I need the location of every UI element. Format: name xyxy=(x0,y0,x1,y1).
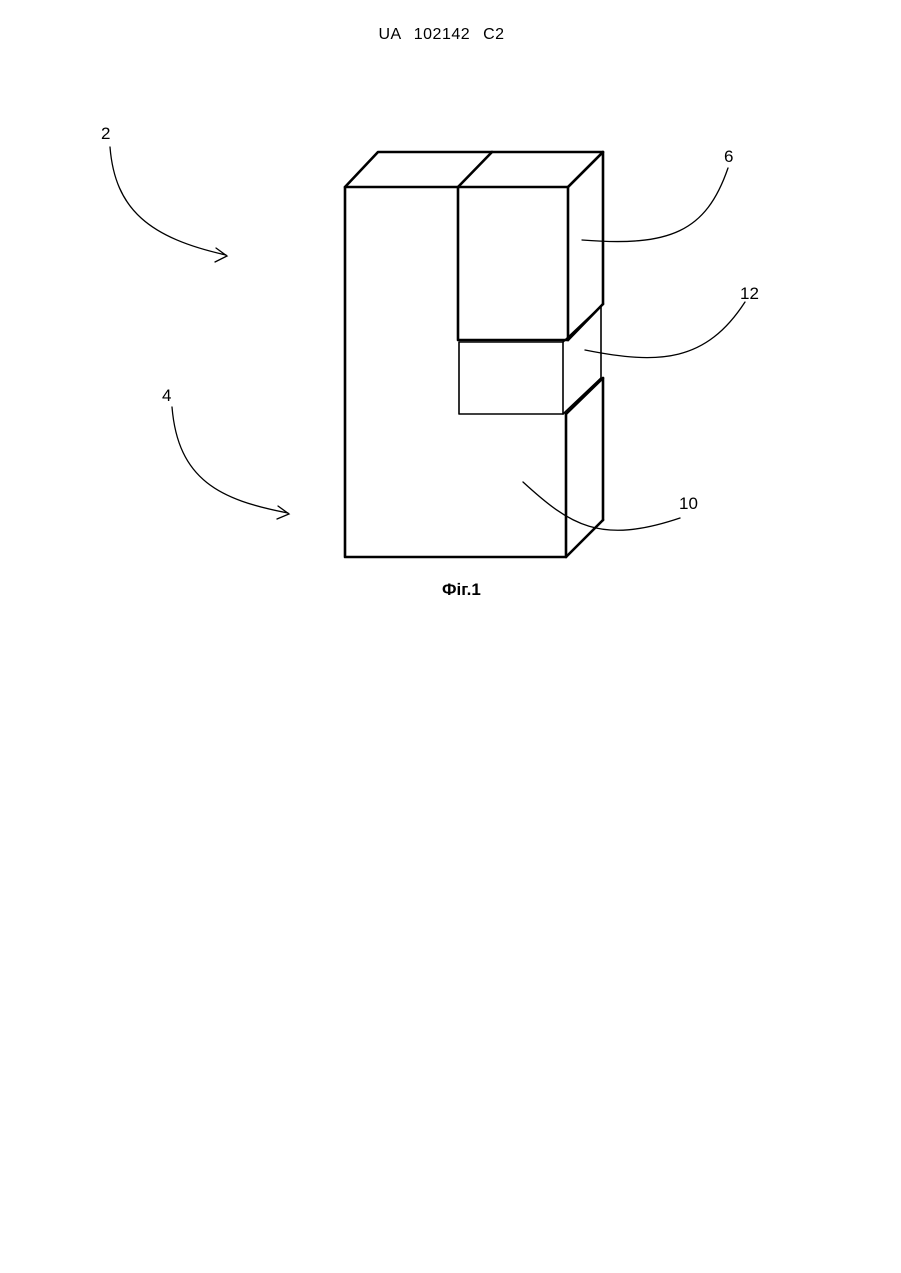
label-ref-2: 2 xyxy=(101,124,110,143)
label-ref-10: 10 xyxy=(679,494,698,513)
upper-element-6 xyxy=(458,152,603,340)
main-block-front-face xyxy=(345,187,566,557)
label-ref-4: 4 xyxy=(162,386,171,405)
label-ref-6: 6 xyxy=(724,147,733,166)
main-block-top-face xyxy=(345,152,603,187)
label-ref-12: 12 xyxy=(740,284,759,303)
leader-line-12 xyxy=(585,302,745,358)
leader-line-2 xyxy=(110,147,226,255)
arrowhead-2 xyxy=(215,248,227,262)
middle-element-12 xyxy=(459,306,601,414)
leader-line-4 xyxy=(172,407,288,513)
figure-caption: Фіг.1 xyxy=(442,580,481,599)
